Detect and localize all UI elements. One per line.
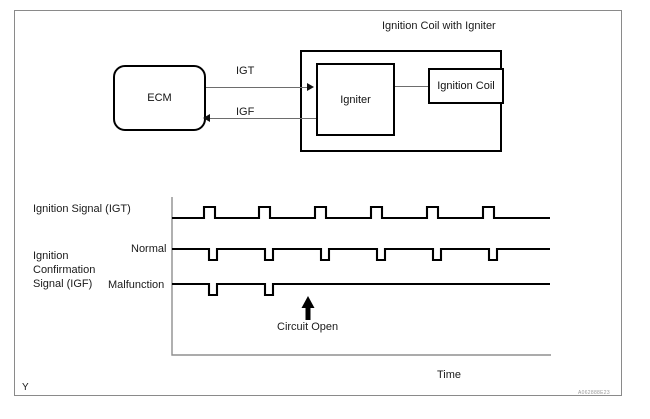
igt-signal-label: IGT: [236, 65, 255, 77]
waveform-label-normal: Normal: [131, 243, 167, 255]
ignition-coil-label: Ignition Coil: [437, 80, 495, 92]
igniter-label: Igniter: [340, 93, 371, 106]
waveform-label-igf-line1: Ignition: [33, 250, 69, 262]
page-marker: Y: [22, 382, 29, 393]
waveform-label-malfunction: Malfunction: [108, 279, 165, 291]
circuit-open-annotation: Circuit Open: [277, 321, 339, 333]
ecm-label: ECM: [147, 92, 172, 104]
ignition-coil-block: Ignition Coil: [428, 68, 504, 104]
igf-connector-line: [206, 118, 316, 119]
ignition-coil-with-igniter-title: Ignition Coil with Igniter: [382, 20, 496, 32]
igf-arrow-icon: [203, 114, 210, 122]
reference-code: A062888E23: [578, 390, 610, 396]
igniter-to-coil-line: [395, 86, 428, 87]
igf-signal-label: IGF: [236, 106, 255, 118]
ecm-block: ECM: [113, 65, 206, 131]
time-axis-label: Time: [437, 369, 462, 381]
waveform-label-igf-line3: Signal (IGF): [33, 278, 93, 290]
waveform-label-igf-line2: Confirmation: [33, 264, 96, 276]
igt-connector-line: [206, 87, 310, 88]
waveform-label-igt: Ignition Signal (IGT): [33, 203, 131, 215]
igniter-block: Igniter: [316, 63, 395, 136]
igt-arrow-icon: [307, 83, 314, 91]
